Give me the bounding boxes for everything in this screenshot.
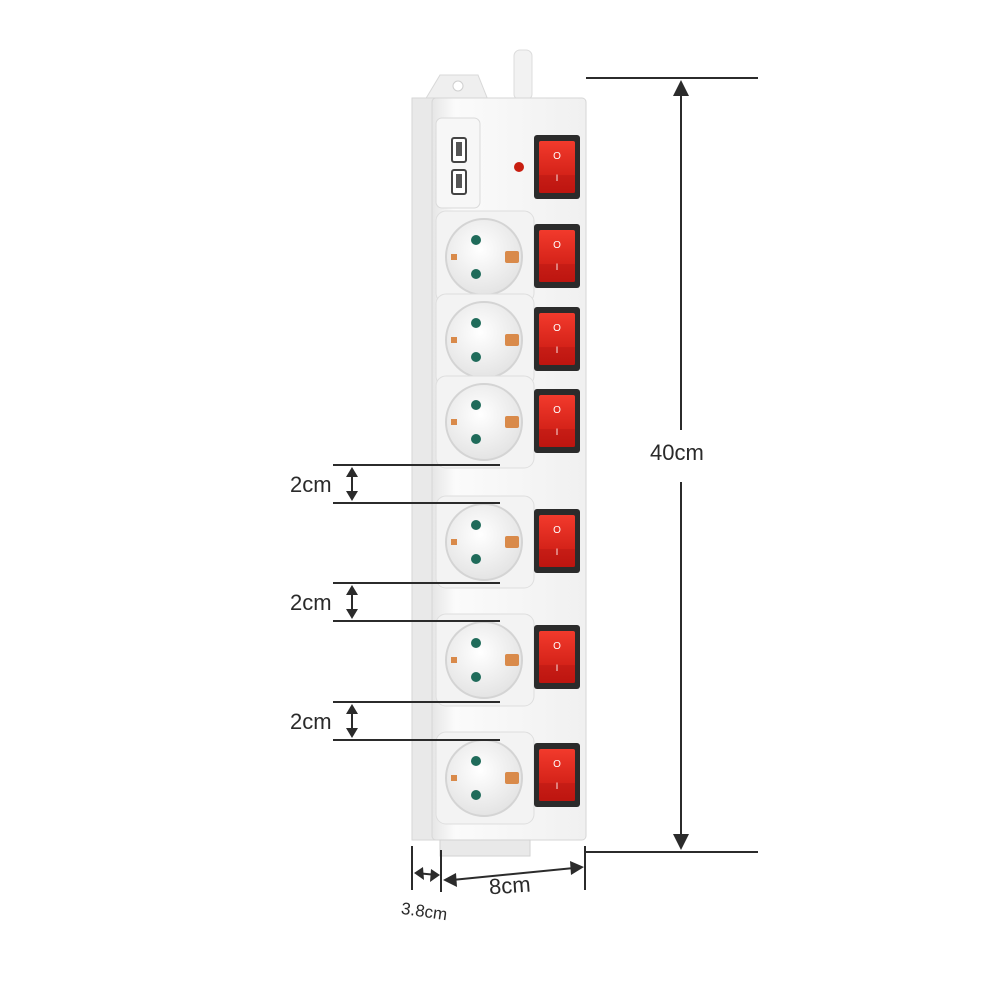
socket-hole	[471, 756, 481, 766]
power-indicator-led	[514, 162, 524, 172]
switch-on-symbol: I	[556, 663, 559, 673]
socket-hole	[471, 269, 481, 279]
socket-hole	[471, 400, 481, 410]
height-dimension-label: 40cm	[650, 440, 722, 466]
rocker-switch[interactable]: OI	[534, 625, 580, 689]
rocker-switch[interactable]: OI	[534, 224, 580, 288]
schuko-socket[interactable]	[435, 613, 535, 707]
dimension-lines	[333, 77, 758, 892]
schuko-socket[interactable]	[435, 210, 535, 304]
usb-port-group	[435, 117, 481, 209]
switch-off-symbol: O	[553, 641, 561, 652]
power-cable	[513, 49, 533, 101]
rocker-switch[interactable]: OI	[534, 389, 580, 453]
spacing-label-2: 2cm	[290, 590, 332, 615]
earth-clip	[451, 539, 457, 545]
socket-hole	[471, 638, 481, 648]
rocker-switch[interactable]: OI	[534, 135, 580, 199]
spacing-label-1: 2cm	[290, 472, 332, 497]
switch-off-symbol: O	[553, 759, 561, 770]
schuko-socket[interactable]	[435, 495, 535, 589]
dimension-arrows	[346, 80, 689, 887]
schuko-socket[interactable]	[435, 375, 535, 469]
spacing-label-3: 2cm	[290, 709, 332, 734]
socket-hole	[471, 318, 481, 328]
schuko-socket[interactable]	[435, 293, 535, 387]
switch-off-symbol: O	[553, 525, 561, 536]
earth-clip	[451, 657, 457, 663]
width-dimension-label: 8cm	[488, 871, 532, 900]
switch-off-symbol: O	[553, 323, 561, 334]
switch-on-symbol: I	[556, 345, 559, 355]
socket-hole	[471, 790, 481, 800]
earth-clip	[505, 251, 519, 263]
switch-on-symbol: I	[556, 547, 559, 557]
switch-off-symbol: O	[553, 240, 561, 251]
mounting-hole	[452, 80, 464, 92]
rocker-switch[interactable]: OI	[534, 743, 580, 807]
earth-clip	[451, 254, 457, 260]
socket-hole	[471, 672, 481, 682]
switch-on-symbol: I	[556, 262, 559, 272]
strip-body	[431, 97, 587, 841]
earth-clip	[505, 416, 519, 428]
earth-clip	[505, 772, 519, 784]
rocker-switch[interactable]: OI	[534, 307, 580, 371]
socket-hole	[471, 554, 481, 564]
switch-off-symbol: O	[553, 405, 561, 416]
socket-hole	[471, 352, 481, 362]
switch-on-symbol: I	[556, 781, 559, 791]
earth-clip	[505, 334, 519, 346]
socket-hole	[471, 434, 481, 444]
switch-on-symbol: I	[556, 427, 559, 437]
socket-hole	[471, 235, 481, 245]
earth-clip	[505, 654, 519, 666]
earth-clip	[451, 419, 457, 425]
strip-bottom-tab	[439, 839, 531, 857]
earth-clip	[451, 337, 457, 343]
earth-clip	[505, 536, 519, 548]
socket-list	[435, 210, 535, 825]
switch-off-symbol: O	[553, 151, 561, 162]
schuko-socket[interactable]	[435, 731, 535, 825]
rocker-switch[interactable]: OI	[534, 509, 580, 573]
switch-on-symbol: I	[556, 173, 559, 183]
socket-hole	[471, 520, 481, 530]
earth-clip	[451, 775, 457, 781]
